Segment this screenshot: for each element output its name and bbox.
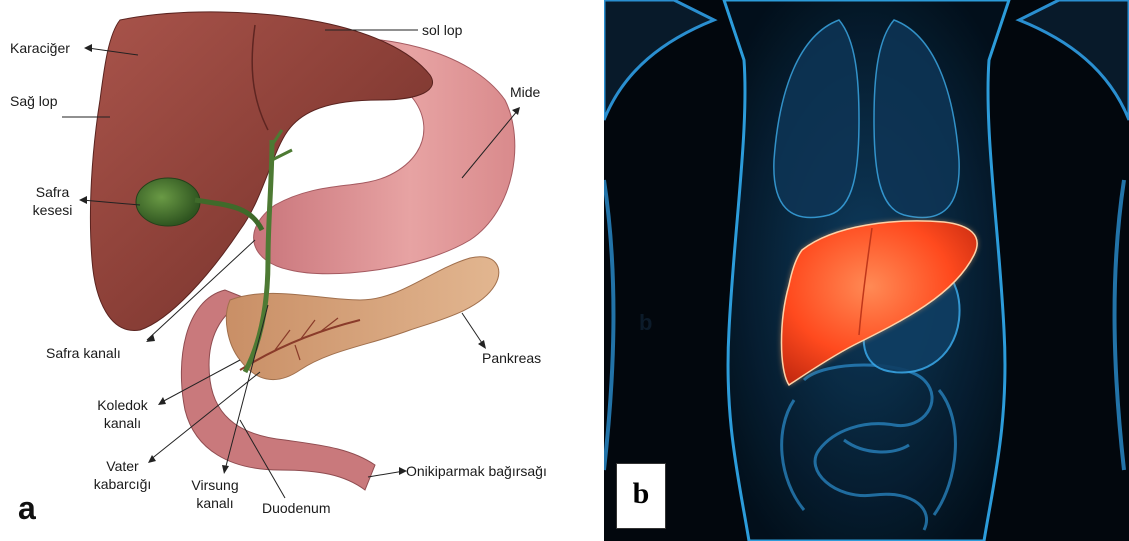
- panel-b-xray-body: b b: [604, 0, 1129, 541]
- xray-body-illustration: [604, 0, 1129, 541]
- gallbladder-shape: [136, 178, 200, 226]
- label-mide: Mide: [510, 84, 540, 100]
- label-virsung-line1: Virsung: [180, 477, 250, 493]
- label-virsung-line2: kanalı: [180, 495, 250, 511]
- label-koledok-line1: Koledok: [80, 397, 165, 413]
- label-safra-kesesi-line2: kesesi: [25, 202, 80, 218]
- label-onikiparmak: Onikiparmak bağırsağı: [406, 463, 547, 479]
- label-pankreas: Pankreas: [482, 350, 541, 366]
- panel-letter-b-small: b: [639, 310, 652, 336]
- label-koledok-line2: kanalı: [80, 415, 165, 431]
- label-karaciger: Karaciğer: [10, 40, 70, 56]
- panel-letter-a: a: [18, 490, 36, 527]
- panel-letter-b-box: b: [616, 463, 666, 529]
- label-sag-lop: Sağ lop: [10, 93, 57, 109]
- label-duodenum: Duodenum: [262, 500, 331, 516]
- label-safra-kanali: Safra kanalı: [46, 345, 121, 361]
- panel-a-anatomy: Karaciğer sol lop Sağ lop Mide Safra kes…: [0, 0, 600, 541]
- label-vater-line1: Vater: [80, 458, 165, 474]
- liver-shape: [90, 12, 432, 331]
- label-sol-lop: sol lop: [422, 22, 462, 38]
- label-vater-line2: kabarcığı: [80, 476, 165, 492]
- panel-letter-b: b: [617, 477, 665, 511]
- label-safra-kesesi-line1: Safra: [25, 184, 80, 200]
